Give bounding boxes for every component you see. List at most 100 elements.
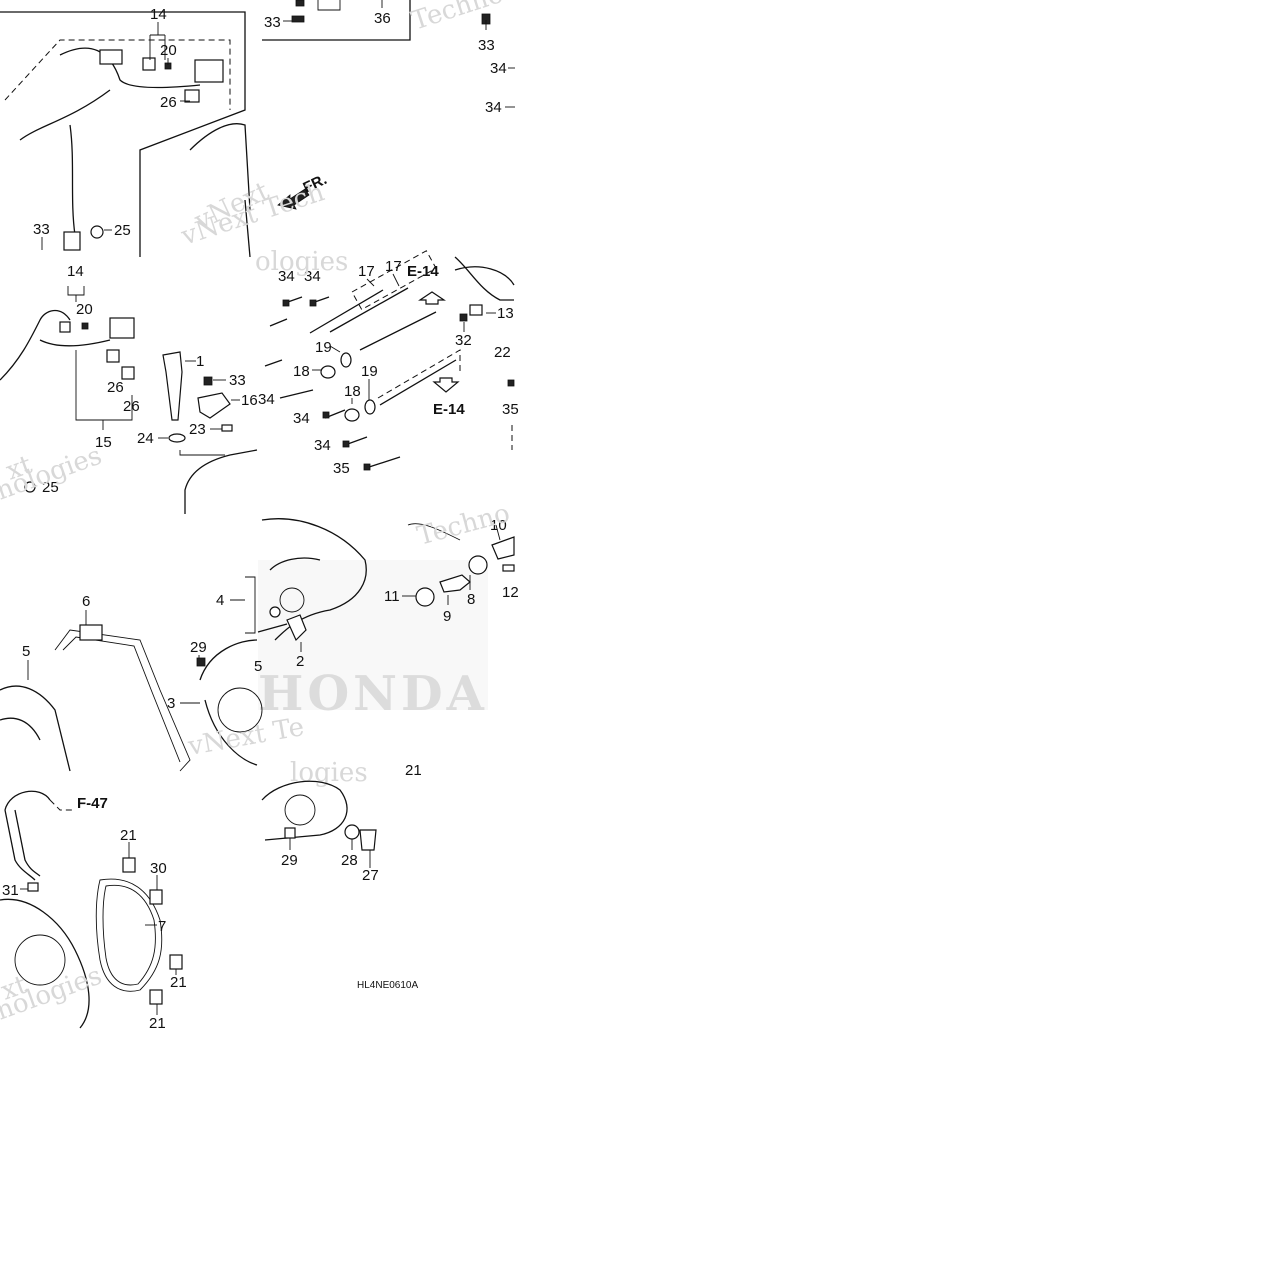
clamp-part bbox=[27, 882, 39, 892]
callout-25: 25 bbox=[42, 479, 59, 496]
lever-part bbox=[286, 614, 307, 642]
callout-33: 33 bbox=[478, 37, 495, 54]
callout-32: 32 bbox=[455, 332, 472, 349]
callout-17: 17 bbox=[358, 263, 375, 280]
callout-36: 36 bbox=[374, 10, 391, 27]
watermark: Techno bbox=[408, 0, 507, 37]
callout-30: 30 bbox=[150, 860, 167, 877]
dowel-pin-part bbox=[122, 857, 136, 873]
callout-31: 31 bbox=[2, 882, 19, 899]
callout-14: 14 bbox=[67, 263, 84, 280]
ref-e14-bottom: E-14 bbox=[433, 401, 465, 418]
bracket-part bbox=[469, 304, 483, 316]
bolt-part bbox=[291, 15, 305, 23]
shaft-part bbox=[491, 536, 515, 560]
callout-21: 21 bbox=[405, 762, 422, 779]
drain-plug-part bbox=[359, 829, 377, 851]
gasket-tab bbox=[79, 624, 103, 641]
callout-34: 34 bbox=[304, 268, 321, 285]
callout-26: 26 bbox=[123, 398, 140, 415]
callout-10: 10 bbox=[490, 517, 507, 534]
callout-34: 34 bbox=[278, 268, 295, 285]
nut-part bbox=[320, 365, 336, 379]
callout-34: 34 bbox=[293, 410, 310, 427]
o-ring-part bbox=[90, 225, 104, 239]
callout-8: 8 bbox=[467, 591, 475, 608]
callout-17: 17 bbox=[385, 258, 402, 275]
callout-34: 34 bbox=[258, 391, 275, 408]
callout-9: 9 bbox=[443, 608, 451, 625]
o-ring-part bbox=[168, 433, 186, 443]
callout-19: 19 bbox=[315, 339, 332, 356]
washer-part bbox=[81, 322, 89, 330]
washer-part bbox=[344, 824, 360, 840]
watermark: ologies bbox=[255, 247, 348, 277]
bolt-set bbox=[264, 296, 401, 471]
callout-35: 35 bbox=[333, 460, 350, 477]
seal-part bbox=[269, 606, 281, 618]
callout-26: 26 bbox=[160, 94, 177, 111]
callout-18: 18 bbox=[344, 383, 361, 400]
callout-4: 4 bbox=[216, 592, 224, 609]
pin-part bbox=[502, 564, 515, 572]
watermark: logies bbox=[290, 758, 368, 788]
tile-wiring-harness: 14 20 26 25 33 33 36 33 34 34 FR. Techno… bbox=[0, 0, 515, 258]
sensor-part bbox=[142, 57, 156, 71]
bolt-part bbox=[203, 376, 213, 386]
callout-12: 12 bbox=[502, 584, 519, 601]
callout-33: 33 bbox=[33, 221, 50, 238]
seal-part bbox=[149, 889, 163, 905]
callout-21: 21 bbox=[170, 974, 187, 991]
dipstick-part bbox=[162, 351, 183, 421]
callout-15: 15 bbox=[95, 434, 112, 451]
callout-24: 24 bbox=[137, 430, 154, 447]
callout-7: 7 bbox=[158, 918, 166, 935]
bolt-part bbox=[507, 379, 515, 387]
nut-part bbox=[344, 408, 360, 422]
bolt-part bbox=[459, 313, 468, 322]
clip-part bbox=[121, 366, 135, 380]
ref-e14-top: E-14 bbox=[407, 263, 439, 280]
callout-2: 2 bbox=[296, 653, 304, 670]
callout-23: 23 bbox=[189, 421, 206, 438]
dowel-pin-part bbox=[169, 954, 183, 970]
callout-11: 11 bbox=[384, 588, 400, 605]
callout-5: 5 bbox=[22, 643, 30, 660]
clip-part bbox=[106, 349, 120, 363]
callout-22: 22 bbox=[494, 344, 511, 361]
callout-16: 16 bbox=[241, 392, 258, 409]
callout-27: 27 bbox=[362, 867, 379, 884]
callout-33: 33 bbox=[229, 372, 246, 389]
dowel-pin-part bbox=[284, 827, 296, 839]
connector-part bbox=[109, 317, 135, 339]
arm-part bbox=[439, 574, 471, 593]
o-ring-part bbox=[24, 481, 36, 493]
connector-part bbox=[194, 59, 224, 83]
callout-20: 20 bbox=[160, 42, 177, 59]
grommet-part bbox=[63, 231, 81, 251]
watermark: vNext Te bbox=[185, 712, 306, 762]
callout-35: 35 bbox=[502, 401, 519, 418]
bolt-part bbox=[295, 0, 305, 7]
bushing-part bbox=[415, 587, 435, 607]
callout-14: 14 bbox=[150, 6, 167, 23]
tile-dipstick-harness: 14 20 26 26 15 1 33 16 23 24 25 nologies… bbox=[0, 263, 258, 514]
spring-part bbox=[468, 555, 488, 575]
honda-logo: HONDA bbox=[258, 666, 488, 722]
callout-21: 21 bbox=[149, 1015, 166, 1032]
connector-part bbox=[99, 49, 123, 65]
callout-5: 5 bbox=[254, 658, 262, 675]
tile-bolts-studs: 34 34 17 17 19 18 19 18 34 34 34 35 13 3… bbox=[255, 247, 519, 477]
sensor-part bbox=[197, 392, 231, 419]
sensor-part bbox=[59, 321, 71, 333]
callout-6: 6 bbox=[82, 593, 90, 610]
callout-18: 18 bbox=[293, 363, 310, 380]
dowel-pin-part bbox=[149, 989, 163, 1005]
ref-f47: F-47 bbox=[77, 795, 108, 812]
ref-arrow-down bbox=[432, 377, 460, 393]
tile-gasket-drain: 21 30 7 21 21 31 29 28 27 21 F-47 nologi… bbox=[0, 762, 422, 1032]
callout-28: 28 bbox=[341, 852, 358, 869]
long-studs bbox=[309, 287, 457, 406]
